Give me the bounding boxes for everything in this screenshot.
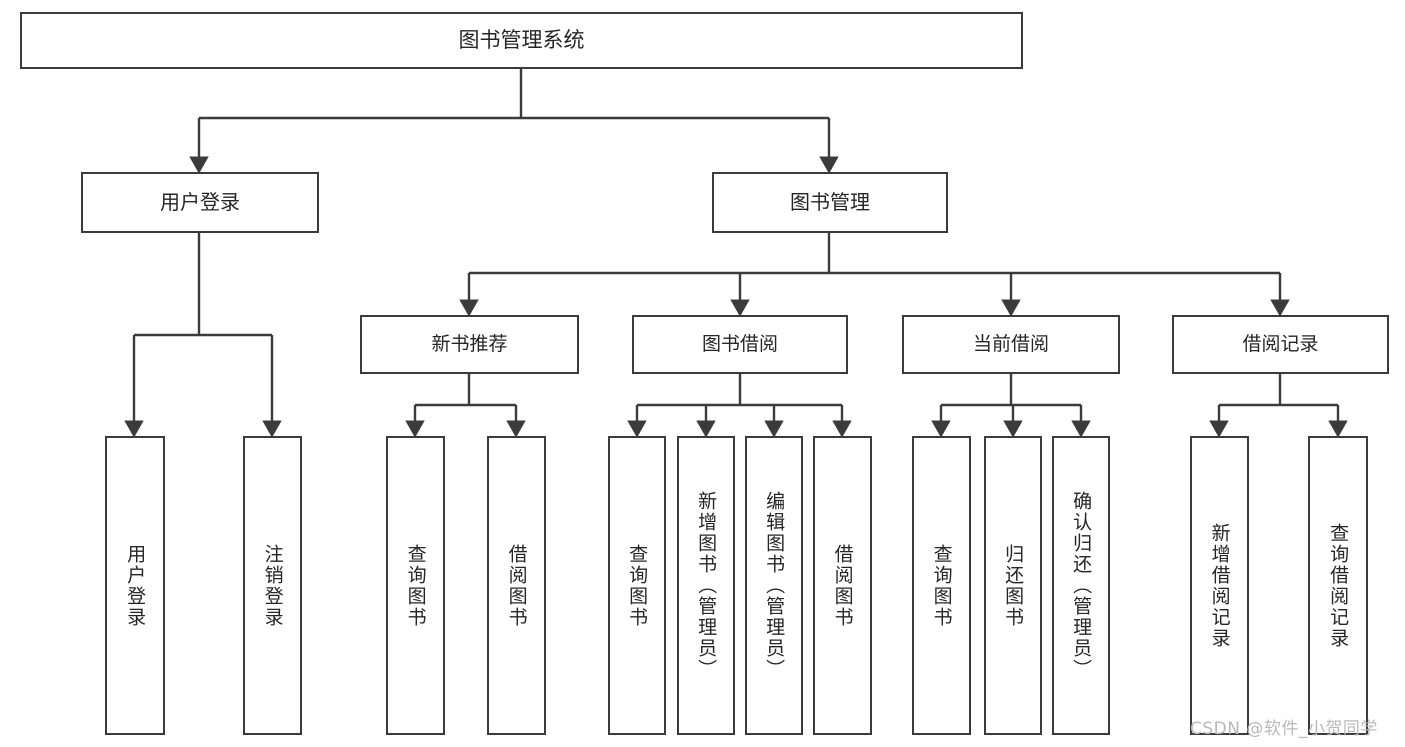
node-label: 确认归还（管理员）: [1070, 491, 1093, 680]
node-label: 编辑图书（管理员）: [763, 491, 786, 680]
node-borrow-records[interactable]: 借阅记录: [1172, 315, 1389, 374]
node-label: 图书管理: [790, 189, 870, 214]
node-label: 用户登录: [124, 543, 147, 628]
node-label: 归还图书: [1002, 543, 1025, 628]
edges-borrow-to-leaves: [627, 374, 852, 438]
leaf-query-books-borrow[interactable]: 查询图书: [608, 436, 666, 735]
leaf-query-books-new[interactable]: 查询图书: [386, 436, 445, 735]
node-book-management[interactable]: 图书管理: [712, 172, 948, 233]
node-label: 查询图书: [626, 543, 649, 628]
node-label: 新增借阅记录: [1208, 522, 1231, 649]
edges-records-to-leaves: [1209, 374, 1348, 438]
node-root-system[interactable]: 图书管理系统: [20, 12, 1023, 69]
node-label: 借阅记录: [1242, 333, 1319, 356]
leaf-borrow-books[interactable]: 借阅图书: [813, 436, 872, 735]
node-label: 查询图书: [930, 543, 953, 628]
node-book-borrow[interactable]: 图书借阅: [632, 315, 848, 374]
leaf-add-borrow-record[interactable]: 新增借阅记录: [1190, 436, 1249, 735]
leaf-query-borrow-record[interactable]: 查询借阅记录: [1308, 436, 1368, 735]
node-label: 借阅图书: [831, 543, 854, 628]
node-label: 图书管理系统: [458, 28, 585, 53]
node-label: 当前借阅: [972, 333, 1049, 356]
edges-root-to-level1: [189, 69, 839, 174]
node-label: 查询借阅记录: [1327, 522, 1350, 649]
leaf-confirm-return-admin[interactable]: 确认归还（管理员）: [1052, 436, 1110, 735]
edges-bookmgmt-to-level2: [459, 233, 1290, 317]
leaf-return-books[interactable]: 归还图书: [984, 436, 1042, 735]
leaf-add-book-admin[interactable]: 新增图书（管理员）: [677, 436, 735, 735]
node-new-book-recommend[interactable]: 新书推荐: [360, 315, 579, 374]
node-label: 图书借阅: [701, 333, 778, 356]
node-label: 查询图书: [404, 543, 427, 628]
csdn-watermark: CSDN @软件_小贺同学: [1190, 719, 1378, 739]
node-label: 用户登录: [160, 189, 240, 214]
edges-userlogin-to-leaves: [124, 233, 282, 438]
leaf-user-login[interactable]: 用户登录: [105, 436, 165, 735]
node-label: 新增图书（管理员）: [695, 491, 718, 680]
node-label: 借阅图书: [505, 543, 528, 628]
leaf-query-books-current[interactable]: 查询图书: [912, 436, 971, 735]
leaf-logout[interactable]: 注销登录: [243, 436, 302, 735]
node-current-borrow[interactable]: 当前借阅: [902, 315, 1120, 374]
leaf-edit-book-admin[interactable]: 编辑图书（管理员）: [745, 436, 803, 735]
node-label: 注销登录: [261, 543, 284, 628]
edges-newbook-to-leaves: [405, 374, 526, 438]
leaf-borrow-books-new[interactable]: 借阅图书: [487, 436, 546, 735]
node-label: 新书推荐: [431, 333, 508, 356]
edges-current-to-leaves: [931, 374, 1091, 438]
node-user-login[interactable]: 用户登录: [81, 172, 319, 233]
